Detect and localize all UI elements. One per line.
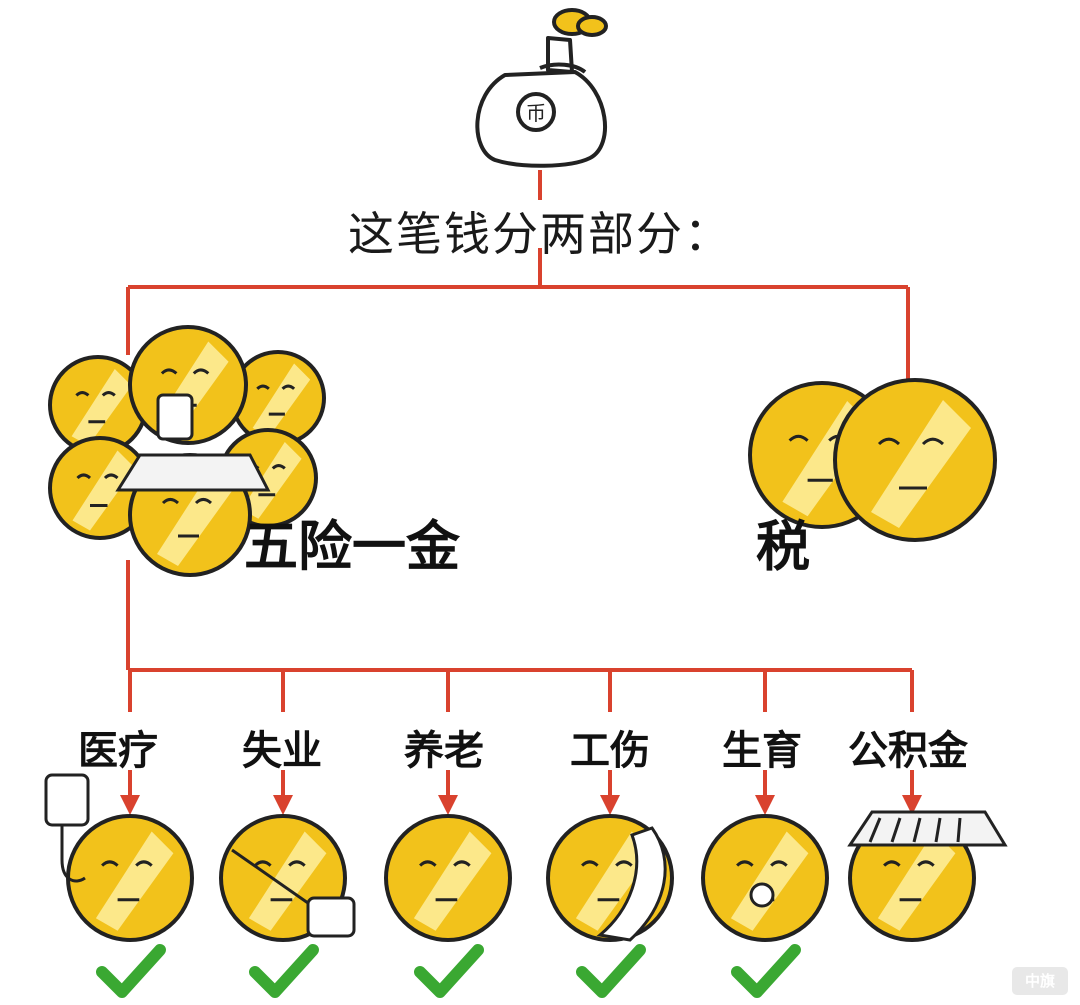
coin-face-icon [701, 814, 829, 942]
insurance-fund-label: 五险一金 [244, 515, 460, 578]
iv-drip-icon-small [156, 393, 194, 441]
svg-text:币: 币 [526, 101, 546, 125]
iv-drip-icon [44, 773, 90, 883]
sub-item-coins [66, 814, 976, 942]
sub-item-label-unemployment: 失业 [242, 728, 322, 774]
coin-face-icon [48, 355, 148, 455]
checkmark-icon [414, 944, 484, 998]
tax-label: 税 [756, 515, 810, 578]
money-bag-icon: 币 [475, 8, 608, 168]
checkmarks [96, 944, 801, 998]
coin-face-icon [66, 814, 194, 942]
connector-lines [126, 170, 912, 672]
sub-item-label-maternity: 生育 [722, 728, 802, 774]
watermark: 中旗 [1012, 967, 1068, 995]
sub-item-label-medical: 医疗 [78, 728, 158, 774]
checkmark-icon [96, 944, 166, 998]
checkmark-icon [731, 944, 801, 998]
book-roof-icon [847, 810, 1008, 847]
coin-face-icon [384, 814, 512, 942]
pacifier-icon [749, 882, 775, 908]
book-roof-icon-small [115, 453, 271, 492]
sub-item-label-pension: 养老 [404, 728, 484, 774]
coin-face-icon [833, 378, 997, 542]
checkmark-icon [576, 944, 646, 998]
sub-branch-drops [120, 670, 922, 815]
coin-face-icon [230, 350, 326, 446]
bag-strap-icon [231, 848, 356, 938]
checkmark-icon [249, 944, 319, 998]
bandage-icon [596, 826, 667, 942]
coin-face-icon [48, 436, 152, 540]
diagram-title: 这笔钱分两部分： [348, 207, 732, 261]
sub-item-label-work-injury: 工伤 [570, 728, 650, 774]
sub-item-label-housing-fund: 公积金 [848, 728, 968, 774]
tax-coin-pair [748, 378, 997, 542]
